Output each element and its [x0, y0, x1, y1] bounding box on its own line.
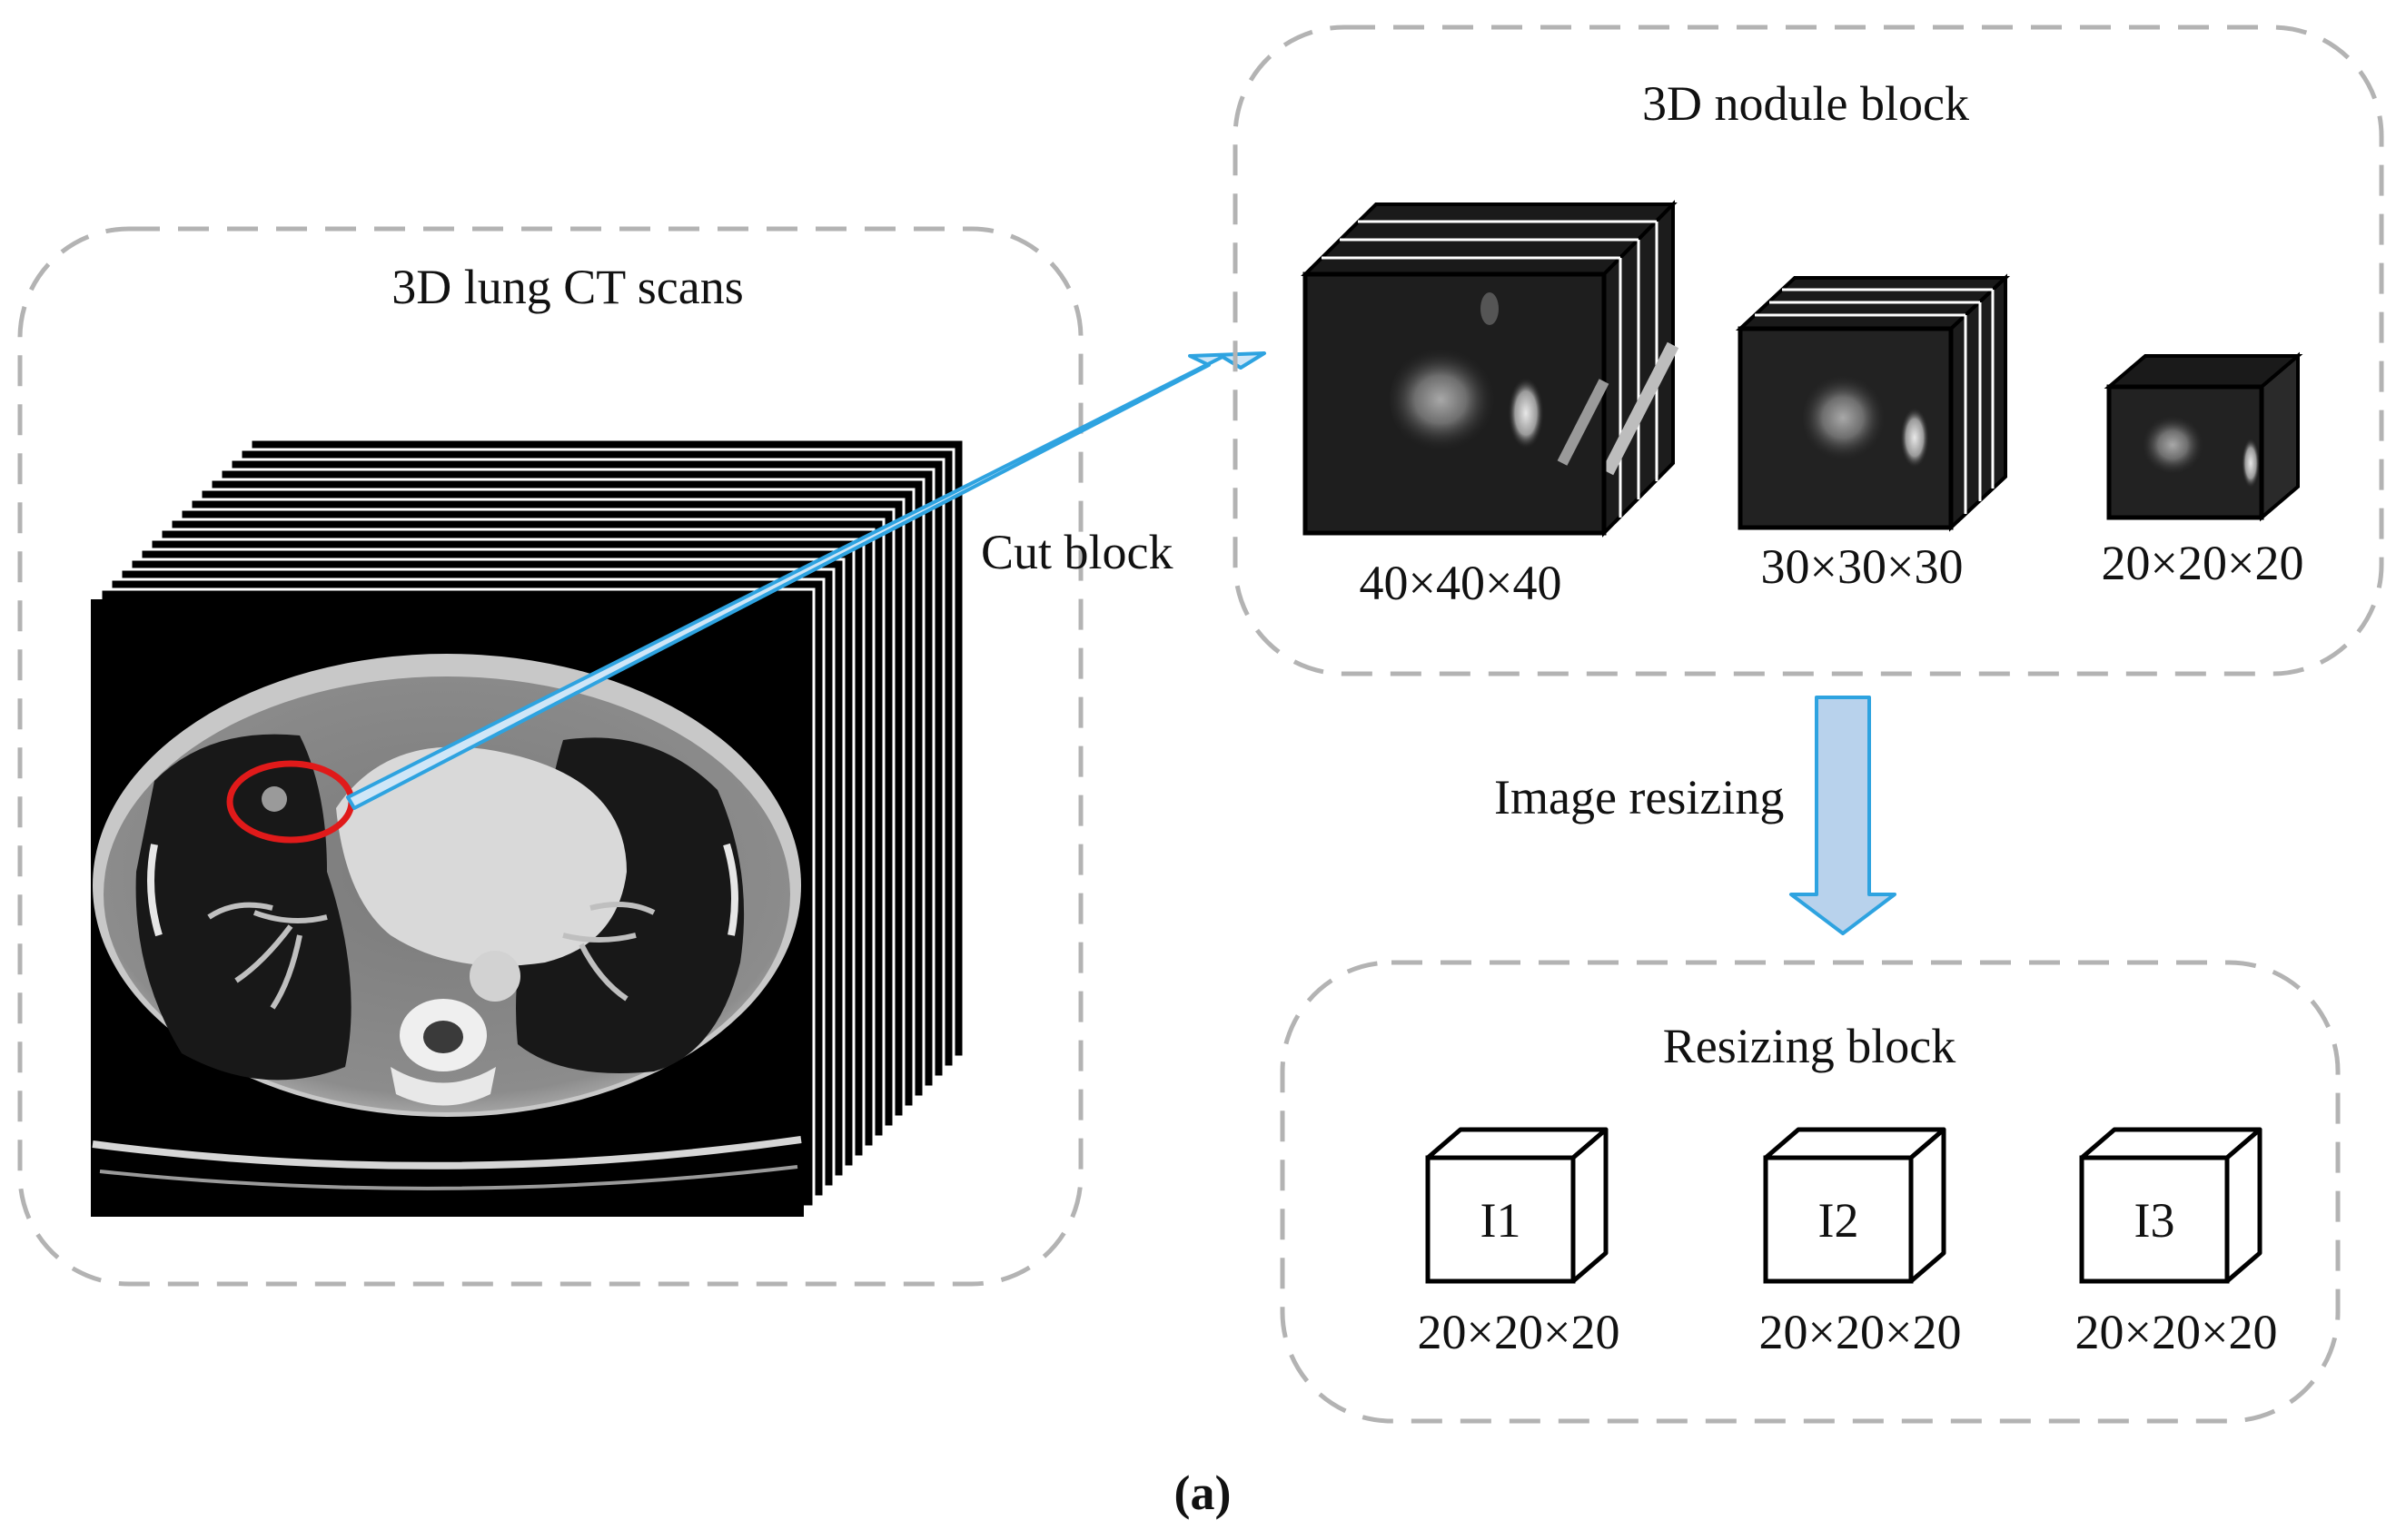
- resized-cube-i3: I3: [2079, 1127, 2262, 1284]
- nodule-block-20-label: 20×20×20: [2102, 536, 2304, 590]
- cube-i1-name: I1: [1480, 1193, 1521, 1248]
- image-resizing-arrow: Image resizing: [1494, 696, 1896, 935]
- cube-i2-name: I2: [1818, 1193, 1859, 1248]
- cube-i3-size-label: 20×20×20: [2075, 1305, 2278, 1359]
- cut-block-arrow: Cut block: [346, 351, 1266, 810]
- nodule-block-panel: 3D nodule block 40×40×40: [1233, 25, 2384, 676]
- cube-i2-size-label: 20×20×20: [1759, 1305, 1962, 1359]
- ct-panel-title: 3D lung CT scans: [391, 260, 744, 314]
- resized-cube-i1: I1: [1425, 1127, 1609, 1284]
- resizing-block-panel: Resizing block I1 20×20×20 I2 20×20×20 I…: [1280, 960, 2341, 1424]
- resized-cube-i2: I2: [1763, 1127, 1946, 1284]
- nodule-block-20: [2104, 351, 2303, 522]
- figure-caption: (a): [1174, 1466, 1232, 1520]
- nodule-block-30-label: 30×30×30: [1761, 539, 1964, 594]
- nodule-block-30: [1735, 273, 2011, 532]
- cube-i1-size-label: 20×20×20: [1418, 1305, 1620, 1359]
- ct-image: [91, 599, 804, 1217]
- cut-block-label: Cut block: [981, 525, 1173, 579]
- resizing-panel-title: Resizing block: [1663, 1019, 1955, 1073]
- nodule-panel-title: 3D nodule block: [1642, 76, 1969, 131]
- resizing-panel-border: [1280, 960, 2341, 1424]
- ct-scan-panel: 3D lung CT scans: [17, 226, 1084, 1287]
- nodule-block-40-label: 40×40×40: [1360, 556, 1562, 610]
- ct-panel-border: [17, 226, 1084, 1287]
- nodule-panel-border: [1233, 25, 2384, 676]
- image-resizing-label: Image resizing: [1494, 770, 1784, 824]
- cube-i3-name: I3: [2134, 1193, 2175, 1248]
- nodule-block-40: [1301, 200, 1679, 538]
